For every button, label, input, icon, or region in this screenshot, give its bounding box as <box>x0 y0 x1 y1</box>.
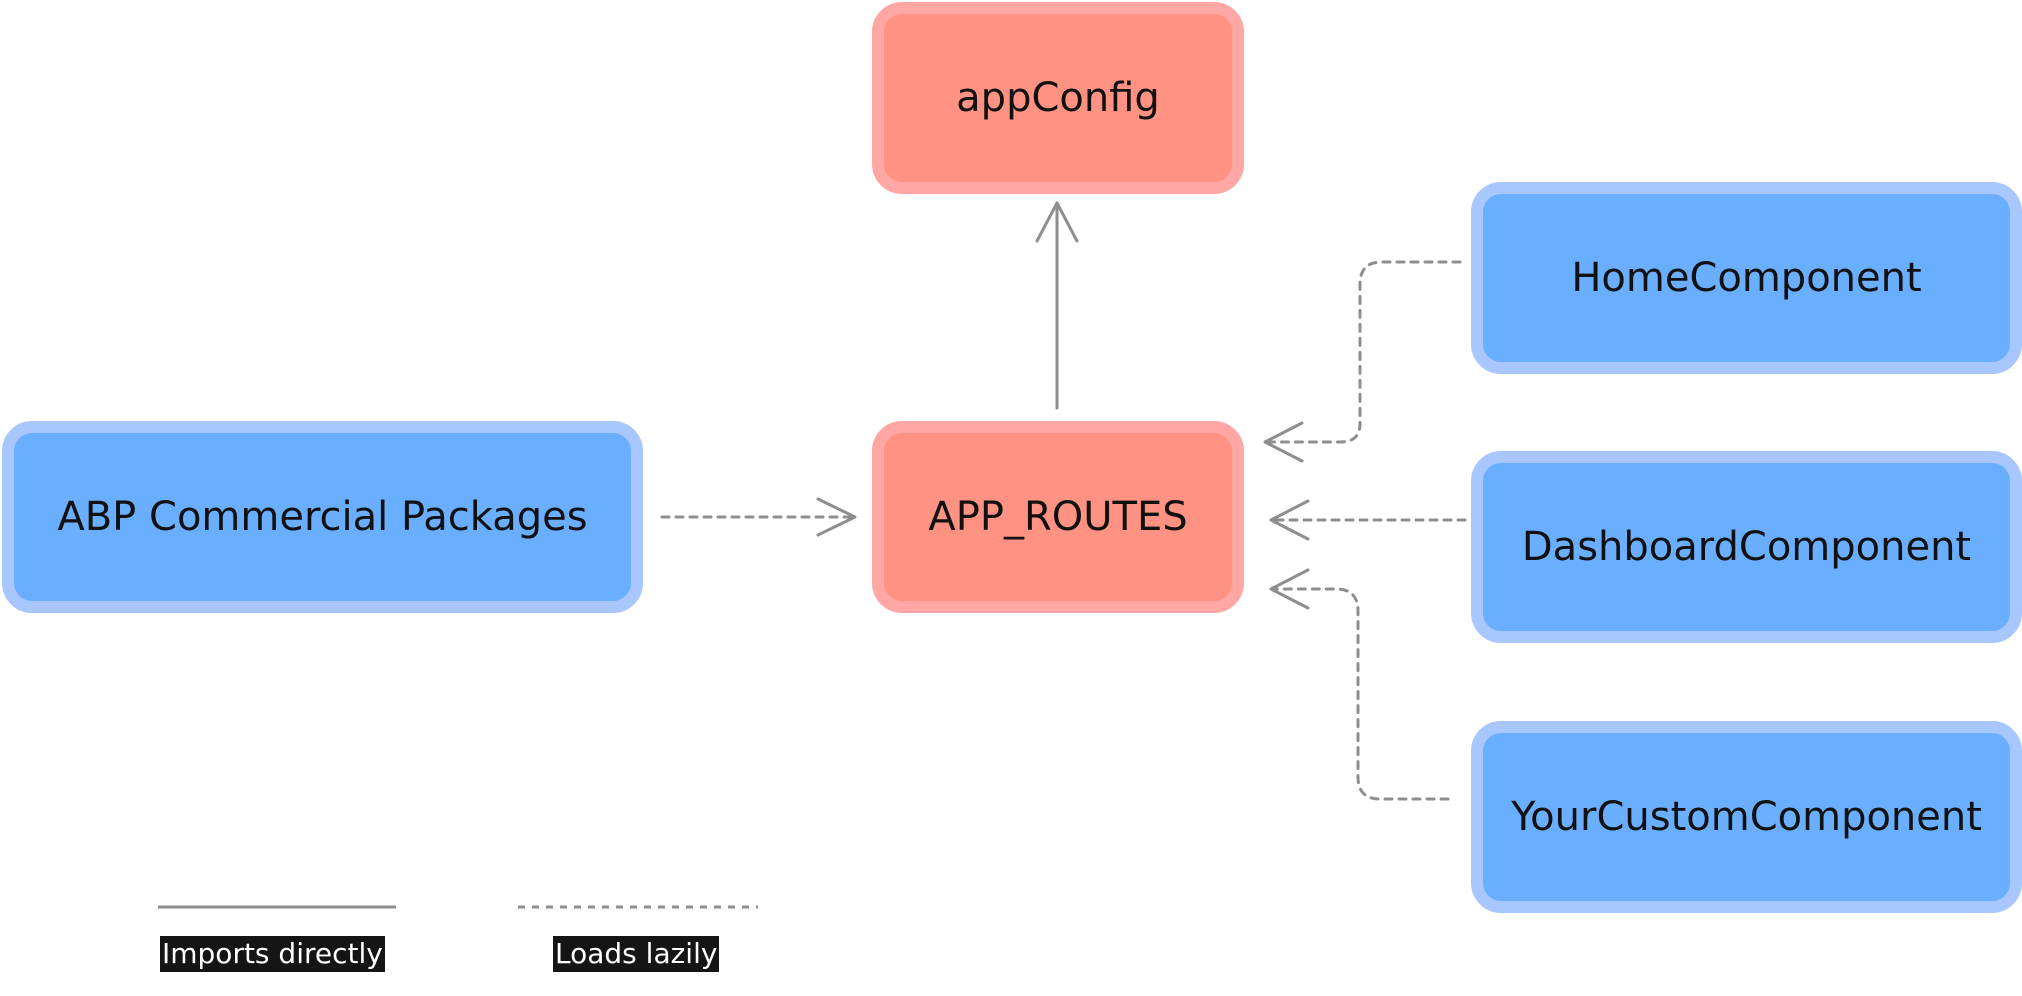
edge-line <box>1264 260 1462 444</box>
edge-app-routes-to-app-config <box>1035 201 1079 410</box>
arrow-head-icon <box>1269 499 1310 541</box>
node-label: APP_ROUTES <box>928 494 1188 540</box>
node-app-routes: APP_ROUTES <box>872 421 1244 613</box>
arrow-head-icon <box>816 497 857 537</box>
arrow-head-icon <box>1269 568 1310 610</box>
edge-home-component-to-app-routes <box>1263 260 1462 463</box>
edge-dashboard-component-to-app-routes <box>1269 499 1467 541</box>
node-home-component: HomeComponent <box>1471 182 2022 374</box>
node-label: DashboardComponent <box>1521 524 1972 570</box>
edge-abp-packages-to-app-routes <box>660 497 857 537</box>
node-label: YourCustomComponent <box>1511 794 1982 840</box>
node-your-custom-component: YourCustomComponent <box>1471 721 2022 913</box>
legend-imports-directly-label: Imports directly <box>160 936 385 972</box>
node-abp-commercial-packages: ABP Commercial Packages <box>2 421 643 613</box>
node-dashboard-component: DashboardComponent <box>1471 451 2022 643</box>
node-label: appConfig <box>956 75 1160 121</box>
edge-your-custom-component-to-app-routes <box>1269 568 1450 801</box>
node-app-config: appConfig <box>872 2 1244 194</box>
edge-line <box>1270 587 1450 801</box>
arrow-head-icon <box>1035 201 1079 243</box>
legend-loads-lazily-label: Loads lazily <box>553 936 720 972</box>
node-label: ABP Commercial Packages <box>57 494 588 540</box>
arrow-head-icon <box>1263 421 1304 463</box>
node-label: HomeComponent <box>1571 255 1922 301</box>
